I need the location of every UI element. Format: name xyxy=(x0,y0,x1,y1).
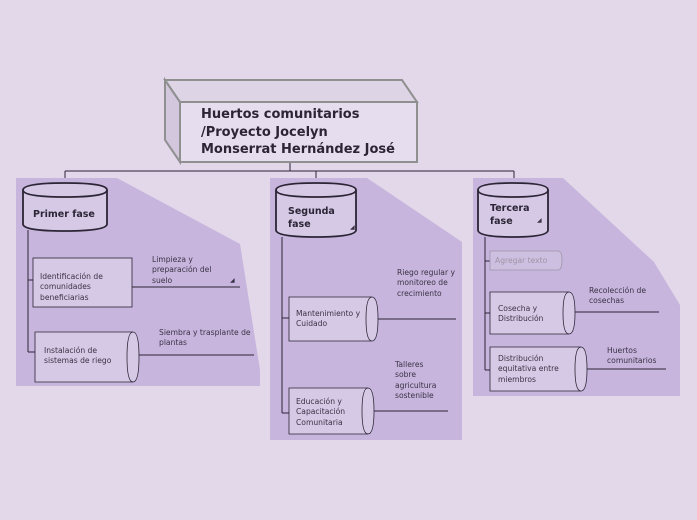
item-1-2-note[interactable]: Siembra y trasplante de plantas xyxy=(159,328,251,348)
item-cylinder-3-1-cap xyxy=(562,291,570,335)
item-box-1-1[interactable] xyxy=(32,257,133,308)
item-cylinder-3-2[interactable] xyxy=(489,346,588,392)
phase-3-title[interactable]: Tercera fase xyxy=(490,203,530,228)
item-3-2-label[interactable]: Distribución equitativa entre miembros xyxy=(498,354,559,384)
root-node-shape[interactable] xyxy=(163,76,419,166)
item-2-2-label[interactable]: Educación y Capacitación Comunitaria xyxy=(296,397,346,427)
item-2-1-label[interactable]: Mantenimiento y Cuidado xyxy=(296,309,361,329)
item-cylinder-2-1-cap xyxy=(365,296,373,342)
item-1-1-note[interactable]: Limpieza y preparación del suelo xyxy=(152,255,212,285)
item-cylinder-1-2-cap xyxy=(126,331,134,383)
item-cylinder-3-1[interactable] xyxy=(489,291,576,335)
phase-2-connectors xyxy=(281,237,456,414)
item-cylinder-1-2[interactable] xyxy=(34,331,140,383)
item-2-2-note[interactable]: Talleres sobre agricultura sostenible xyxy=(395,360,437,400)
collapse-triangle-icon[interactable]: ◢ xyxy=(350,224,355,231)
collapse-triangle-icon[interactable]: ◢ xyxy=(537,217,542,224)
item-3-1-label[interactable]: Cosecha y Distribución xyxy=(498,304,544,324)
phase-1-connectors xyxy=(27,230,254,356)
item-cylinder-3-2-cap xyxy=(574,346,582,392)
placeholder-text[interactable]: Agregar texto xyxy=(495,256,548,265)
phase-1-cylinder-rim xyxy=(22,189,108,198)
item-cylinder-2-2-cap xyxy=(361,387,369,435)
phase-2-cylinder-rim xyxy=(275,189,357,198)
item-cylinder-2-1[interactable] xyxy=(288,296,379,342)
phase-3-connectors xyxy=(484,237,666,371)
placeholder-cylinder[interactable] xyxy=(489,250,563,271)
item-3-1-note[interactable]: Recolección de cosechas xyxy=(589,286,647,306)
item-cylinder-2-2[interactable] xyxy=(288,387,375,435)
item-2-1-note[interactable]: Riego regular y monitoreo de crecimiento xyxy=(397,268,455,298)
phase-3-cylinder-rim xyxy=(477,189,549,198)
collapse-triangle-icon[interactable]: ◢ xyxy=(230,277,235,284)
phase-1-cylinder[interactable] xyxy=(22,182,108,232)
root-title[interactable]: Huertos comunitarios /Proyecto Jocelyn M… xyxy=(201,107,395,158)
item-3-2-note[interactable]: Huertos comunitarios xyxy=(607,346,657,366)
root-connectors xyxy=(64,162,515,182)
phase-1-title[interactable]: Primer fase xyxy=(33,209,95,220)
phase-2-title[interactable]: Segunda fase xyxy=(288,206,335,231)
item-1-2-label[interactable]: Instalación de sistemas de riego xyxy=(44,346,112,366)
item-1-1-label[interactable]: Identificación de comunidades beneficiar… xyxy=(40,272,103,302)
